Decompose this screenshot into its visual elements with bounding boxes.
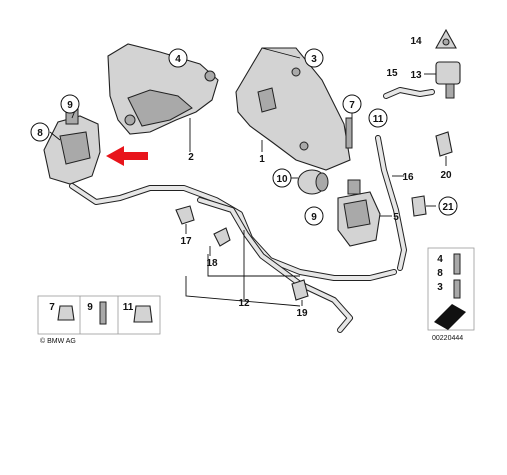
legend-7: 7 bbox=[49, 302, 55, 313]
bolt-icon bbox=[453, 253, 461, 275]
clip-20 bbox=[435, 131, 453, 166]
vacuum-reservoir bbox=[424, 61, 461, 99]
label-2: 2 bbox=[188, 152, 194, 163]
callout-3: 3 bbox=[304, 48, 324, 68]
callout-8: 8 bbox=[30, 122, 50, 142]
label-13: 13 bbox=[410, 70, 422, 81]
label-20: 20 bbox=[440, 170, 452, 181]
label-15: 15 bbox=[386, 68, 398, 79]
label-12: 12 bbox=[238, 298, 250, 309]
screw-icon bbox=[99, 301, 107, 325]
label-14: 14 bbox=[410, 36, 422, 47]
callout-9-left: 9 bbox=[60, 94, 80, 114]
left-engine-mount bbox=[43, 107, 101, 185]
warning-label bbox=[435, 28, 457, 49]
callout-10: 10 bbox=[272, 168, 292, 188]
callout-4-label: 4 bbox=[175, 54, 181, 65]
label-5: 5 bbox=[393, 212, 399, 223]
callout-3-label: 3 bbox=[311, 54, 317, 65]
label-17: 17 bbox=[180, 236, 192, 247]
copyright: © BMW AG bbox=[40, 337, 76, 345]
callout-21: 21 bbox=[438, 196, 458, 216]
callout-11-label: 11 bbox=[373, 114, 384, 125]
diagram-id: 00220444 bbox=[432, 335, 463, 342]
engine-support-bracket bbox=[107, 43, 219, 152]
engine-carrier bbox=[235, 47, 351, 171]
right-engine-mount bbox=[337, 179, 392, 247]
legend-3: 3 bbox=[437, 282, 443, 293]
label-1: 1 bbox=[259, 154, 265, 165]
stud-icon bbox=[453, 279, 461, 299]
nut-icon bbox=[57, 305, 75, 321]
vibration-damper bbox=[282, 169, 329, 195]
callout-4: 4 bbox=[168, 48, 188, 68]
legend-8: 8 bbox=[437, 268, 443, 279]
highlight-arrow bbox=[106, 146, 148, 166]
clip-19 bbox=[291, 279, 309, 306]
callout-8-label: 8 bbox=[37, 128, 43, 139]
callout-7-label: 7 bbox=[349, 100, 355, 111]
bolt-7 bbox=[345, 110, 353, 149]
label-19: 19 bbox=[296, 308, 308, 319]
vacuum-line-12 bbox=[69, 183, 397, 333]
direction-arrow-icon bbox=[434, 304, 466, 330]
callout-7: 7 bbox=[342, 94, 362, 114]
legend-11: 11 bbox=[123, 302, 134, 313]
bracket-18 bbox=[207, 254, 300, 277]
vacuum-line-16 bbox=[375, 135, 407, 271]
vacuum-line-15 bbox=[383, 87, 435, 99]
callout-10-label: 10 bbox=[276, 174, 288, 185]
callout-11: 11 bbox=[368, 108, 388, 128]
callout-21-label: 21 bbox=[442, 202, 454, 213]
legend-9: 9 bbox=[87, 302, 93, 313]
legend-4: 4 bbox=[437, 254, 443, 265]
clip-21 bbox=[411, 195, 436, 217]
callout-9-left-label: 9 bbox=[67, 100, 73, 111]
clip-17 bbox=[175, 205, 195, 234]
callout-9-right: 9 bbox=[304, 206, 324, 226]
bracket-19 bbox=[185, 276, 301, 307]
legend-right: 4 8 3 bbox=[427, 247, 475, 331]
nut-flange-icon bbox=[133, 305, 153, 323]
clip-18 bbox=[209, 227, 231, 256]
label-18: 18 bbox=[206, 258, 218, 269]
label-16: 16 bbox=[402, 172, 414, 183]
legend-bottom: 7 9 11 bbox=[37, 295, 161, 335]
callout-9-right-label: 9 bbox=[311, 212, 317, 223]
